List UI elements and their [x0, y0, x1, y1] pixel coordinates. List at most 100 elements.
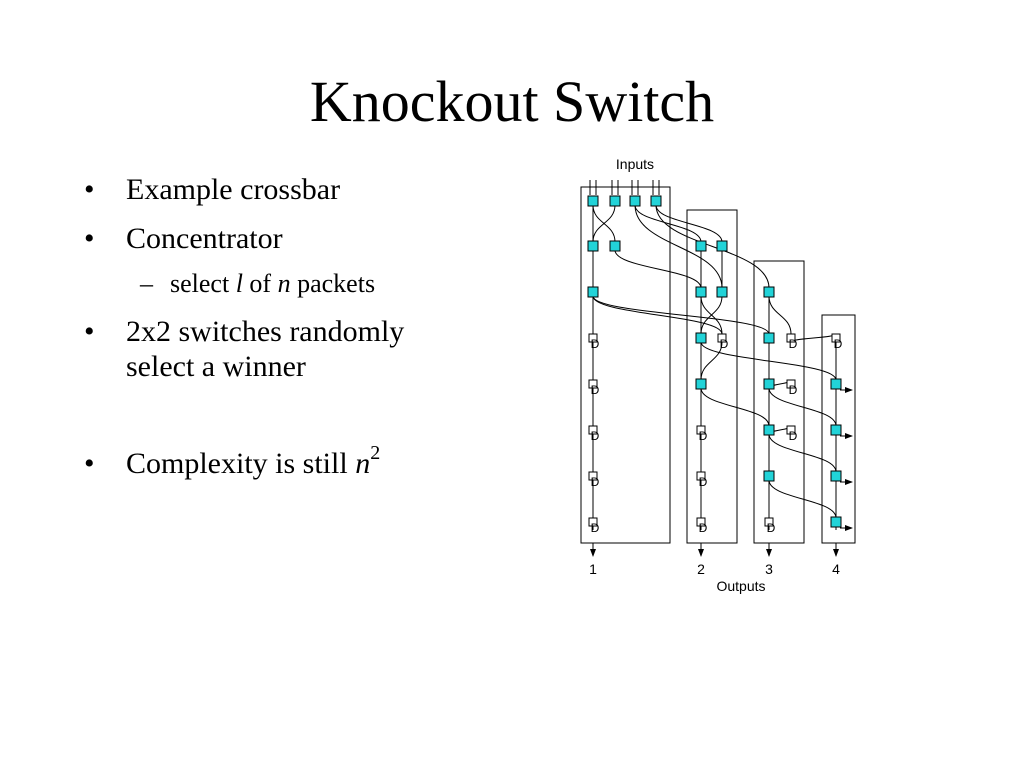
interconnect-wire	[655, 204, 723, 243]
switch-2x2	[587, 286, 599, 298]
switch-2x2	[609, 195, 621, 207]
switch-2x2	[763, 378, 775, 390]
sub-word: select	[170, 269, 230, 298]
delay-element	[696, 425, 706, 435]
delay-label: D	[834, 337, 843, 351]
delay-element	[717, 333, 727, 343]
complexity-var: n	[355, 447, 371, 480]
output-number-4: 4	[832, 561, 840, 577]
delay-element	[588, 425, 598, 435]
delay-element	[696, 471, 706, 481]
switch-2x2	[650, 195, 662, 207]
interconnect-wire	[768, 433, 837, 473]
delay-label: D	[591, 337, 600, 351]
bullet-text: Complexity is still n2	[126, 443, 380, 482]
output-number-1: 1	[589, 561, 597, 577]
delay-label: D	[767, 521, 776, 535]
concentrator-box-1	[580, 186, 671, 544]
sub-word: packets	[297, 269, 376, 298]
delay-element	[831, 333, 841, 343]
interconnect-wire	[768, 387, 837, 427]
bullet-text: 2x2 switches randomly	[126, 315, 405, 348]
input-line	[589, 180, 597, 195]
bullet-marker: •	[84, 173, 95, 206]
delay-label: D	[591, 383, 600, 397]
delay-label: D	[591, 475, 600, 489]
bullet-marker: •	[84, 222, 95, 255]
bullet-text: Concentrator	[126, 222, 283, 255]
switch-2x2	[695, 378, 707, 390]
interconnect-wire	[768, 479, 837, 519]
interconnect-wire	[700, 341, 723, 381]
concentrator-box-4	[821, 314, 856, 544]
delay-element	[786, 379, 796, 389]
delay-element	[588, 333, 598, 343]
switch-2x2	[716, 286, 728, 298]
switch-2x2	[587, 240, 599, 252]
output-number-3: 3	[765, 561, 773, 577]
interconnect-wire	[700, 295, 723, 335]
interconnect-wire	[592, 295, 723, 335]
switch-2x2	[763, 470, 775, 482]
delay-label: D	[789, 383, 798, 397]
interconnect-wire	[614, 249, 702, 289]
sub-bullet-text: select l of n packets	[170, 269, 375, 299]
switch-2x2	[830, 424, 842, 436]
switch-2x2	[763, 424, 775, 436]
delay-element	[588, 517, 598, 527]
delay-element	[764, 517, 774, 527]
switch-2x2	[763, 332, 775, 344]
delay-label: D	[699, 429, 708, 443]
delay-label: D	[699, 475, 708, 489]
interconnect-wire	[768, 295, 792, 335]
input-line	[652, 180, 660, 195]
switch-2x2	[587, 195, 599, 207]
bullet-text: select a winner	[126, 350, 306, 383]
bullet-marker: •	[84, 447, 95, 480]
delay-element	[786, 333, 796, 343]
delay-label: D	[789, 337, 798, 351]
switch-2x2	[609, 240, 621, 252]
outputs-label: Outputs	[716, 578, 765, 594]
concentrator-boxes	[580, 186, 856, 544]
complexity-exponent: 2	[370, 442, 381, 464]
delay-label: D	[789, 429, 798, 443]
interconnect-wire	[655, 204, 770, 289]
interconnect-wire	[634, 204, 702, 243]
input-line	[611, 180, 619, 195]
switch-2x2	[830, 516, 842, 528]
delay-element	[786, 425, 796, 435]
switch-2x2	[716, 240, 728, 252]
interconnect-wire	[700, 387, 770, 427]
inputs-label: Inputs	[616, 156, 654, 172]
input-line	[631, 180, 639, 195]
complexity-text: Complexity is still	[126, 447, 348, 480]
interconnect-wire	[592, 295, 770, 335]
concentrator-box-2	[686, 209, 738, 544]
switch-2x2	[695, 286, 707, 298]
slide-title: Knockout Switch	[309, 69, 715, 134]
sub-var-n: n	[277, 269, 291, 298]
switch-2x2	[763, 286, 775, 298]
delay-label: D	[591, 521, 600, 535]
switch-2x2	[830, 470, 842, 482]
delay-element	[588, 379, 598, 389]
bullet-marker: •	[84, 315, 95, 348]
sub-word: of	[249, 269, 272, 298]
switch-2x2	[830, 378, 842, 390]
sub-bullet-marker: –	[140, 269, 153, 298]
switch-2x2	[629, 195, 641, 207]
interconnect-wire	[790, 333, 837, 343]
output-number-2: 2	[697, 561, 705, 577]
bullet-text: Example crossbar	[126, 173, 341, 206]
sub-var-l: l	[235, 269, 243, 298]
output-numbers: 1 2 3 4	[589, 561, 840, 577]
delay-label: D	[699, 521, 708, 535]
concentrator-box-3	[753, 260, 805, 544]
wires	[589, 180, 853, 557]
interconnect-wire	[634, 204, 723, 289]
delay-element	[696, 517, 706, 527]
switch-2x2	[695, 332, 707, 344]
